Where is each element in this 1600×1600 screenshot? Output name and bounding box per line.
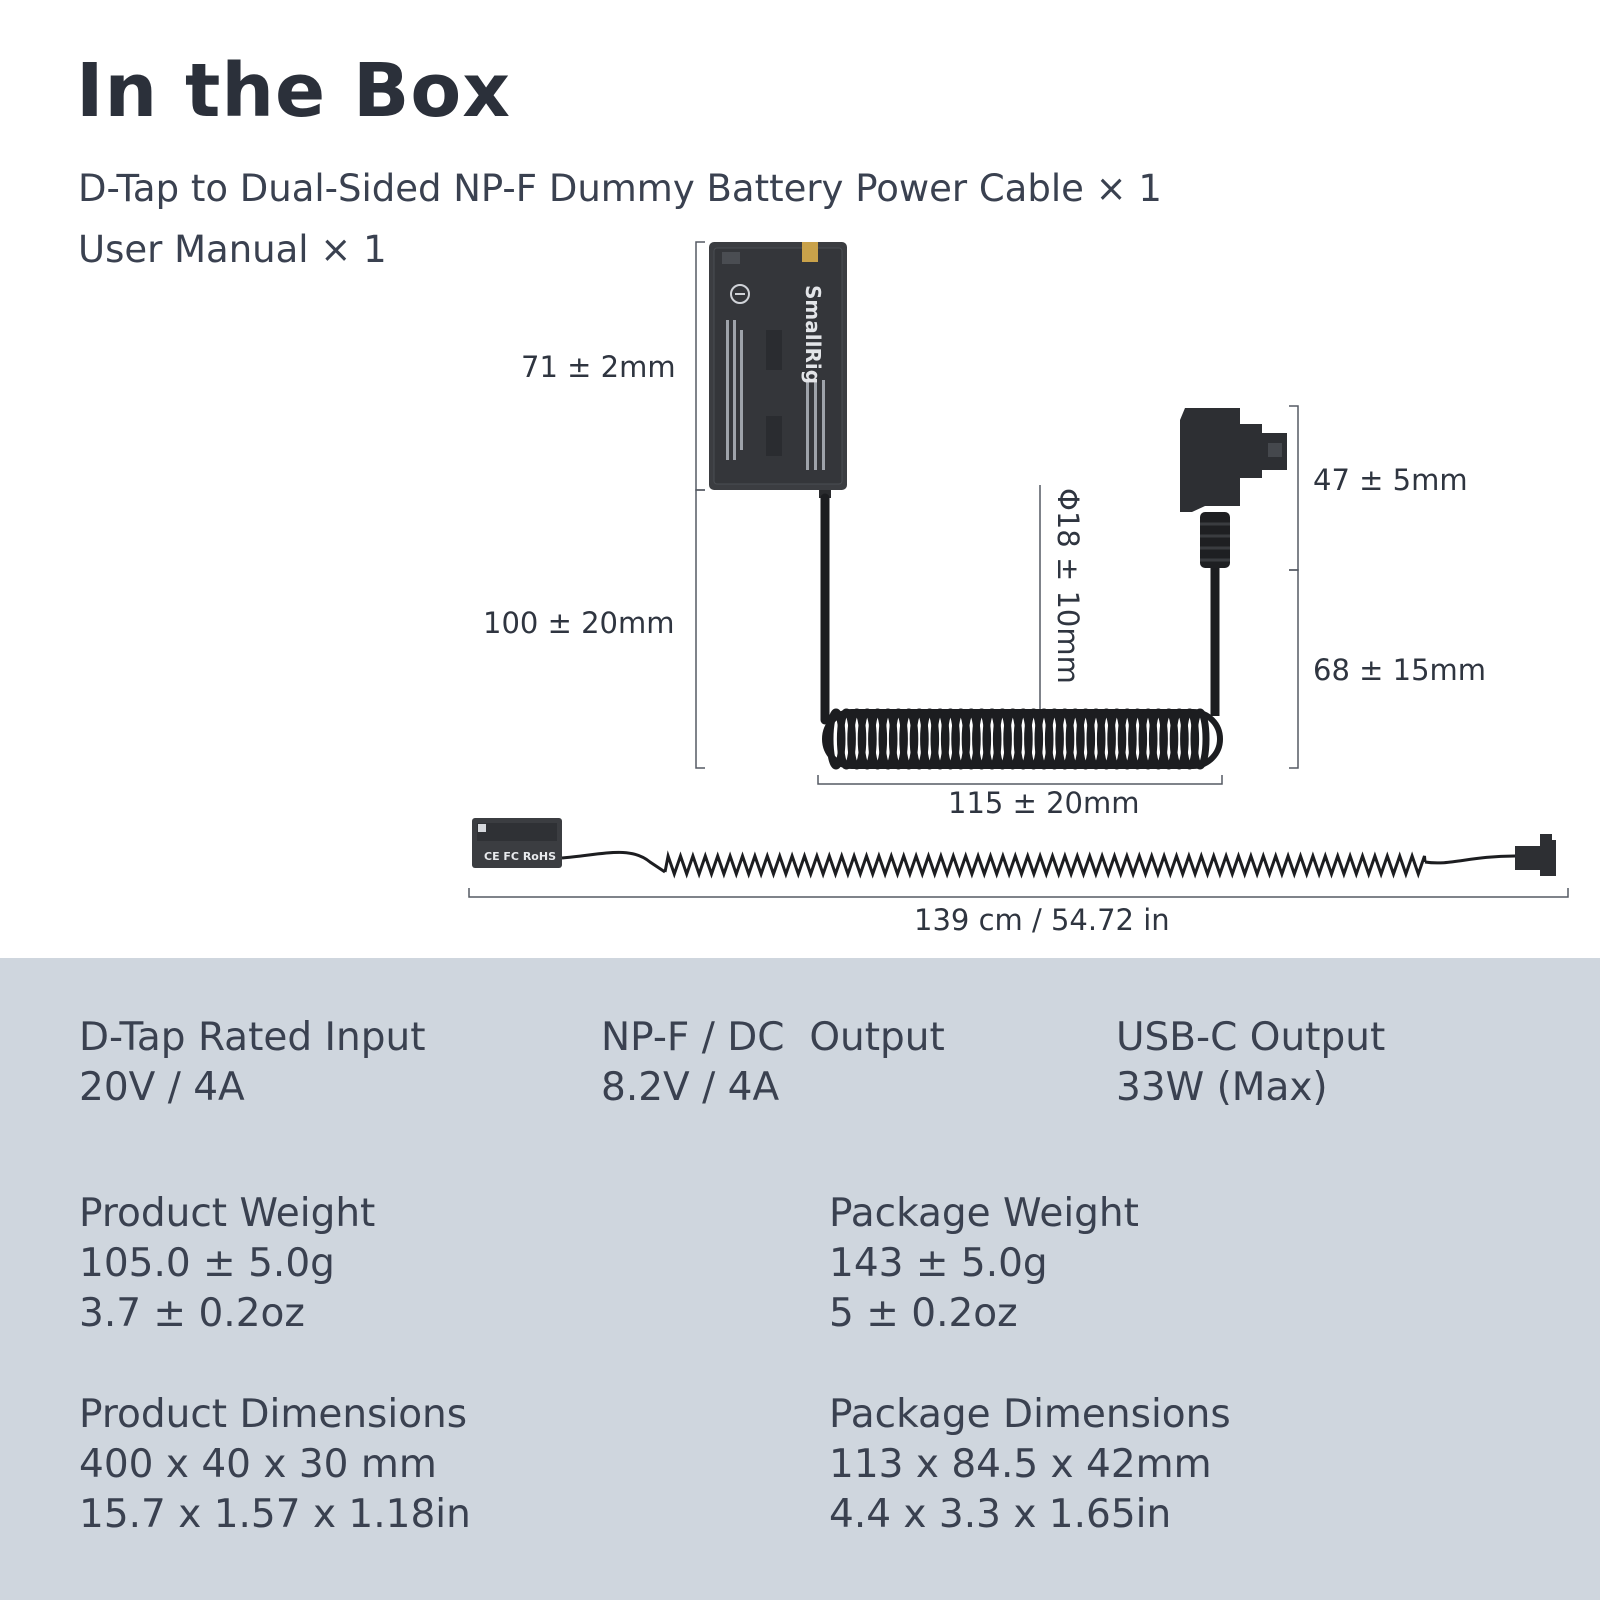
spec-product-dimensions: Product Dimensions 400 x 40 x 30 mm 15.7… [79, 1390, 471, 1540]
spec-value: 8.2V / 4A [601, 1065, 780, 1110]
spec-value: 20V / 4A [79, 1065, 245, 1110]
spec-dtap-input: D-Tap Rated Input 20V / 4A [79, 1013, 426, 1113]
page-title: In the Box [76, 48, 511, 134]
dim-vertical-cable: 100 ± 20mm [483, 606, 675, 640]
dim-coil-width: 115 ± 20mm [948, 786, 1140, 820]
full-cable-image: CE FC RoHS [472, 818, 1556, 879]
spec-value: 4.4 x 3.3 x 1.65in [829, 1492, 1172, 1537]
dim-dtap-cable: 68 ± 15mm [1313, 653, 1487, 687]
box-item-manual: User Manual × 1 [78, 228, 387, 271]
spec-label: Package Weight [829, 1191, 1139, 1236]
spec-value: 15.7 x 1.57 x 1.18in [79, 1492, 471, 1537]
dim-coil-diameter: Φ18 ± 10mm [1051, 488, 1085, 684]
spec-usbc-output: USB-C Output 33W (Max) [1116, 1013, 1385, 1113]
coiled-cable [822, 708, 1223, 770]
dim-battery-height: 71 ± 2mm [521, 350, 676, 384]
box-item-cable: D-Tap to Dual-Sided NP-F Dummy Battery P… [78, 167, 1162, 210]
cert-marks-text: CE FC RoHS [484, 850, 556, 863]
spec-label: Product Dimensions [79, 1392, 468, 1437]
spec-label: D-Tap Rated Input [79, 1015, 426, 1060]
spec-value: 3.7 ± 0.2oz [79, 1291, 305, 1336]
dummy-battery-image: SmallRig [709, 242, 847, 498]
spec-label: Product Weight [79, 1191, 376, 1236]
spec-value: 105.0 ± 5.0g [79, 1241, 335, 1286]
dtap-connector-image [1180, 408, 1287, 716]
spec-product-weight: Product Weight 105.0 ± 5.0g 3.7 ± 0.2oz [79, 1189, 375, 1339]
product-diagram: SmallRig CE FC RoHS [468, 241, 1569, 898]
dim-dtap-height: 47 ± 5mm [1313, 463, 1468, 497]
spec-package-weight: Package Weight 143 ± 5.0g 5 ± 0.2oz [829, 1189, 1139, 1339]
spec-panel [0, 958, 1600, 1600]
spec-label: USB-C Output [1116, 1015, 1386, 1060]
dim-total-length: 139 cm / 54.72 in [914, 903, 1170, 937]
spec-package-dimensions: Package Dimensions 113 x 84.5 x 42mm 4.4… [829, 1390, 1231, 1540]
spec-value: 113 x 84.5 x 42mm [829, 1442, 1212, 1487]
spec-value: 143 ± 5.0g [829, 1241, 1048, 1286]
dimension-lines [468, 241, 1569, 898]
spec-label: Package Dimensions [829, 1392, 1231, 1437]
spec-value: 33W (Max) [1116, 1065, 1328, 1110]
spec-value: 400 x 40 x 30 mm [79, 1442, 437, 1487]
spec-value: 5 ± 0.2oz [829, 1291, 1018, 1336]
spec-npf-output: NP-F / DC Output 8.2V / 4A [601, 1013, 945, 1113]
spec-label: NP-F / DC Output [601, 1015, 945, 1060]
brand-logo-text: SmallRig [801, 285, 825, 384]
